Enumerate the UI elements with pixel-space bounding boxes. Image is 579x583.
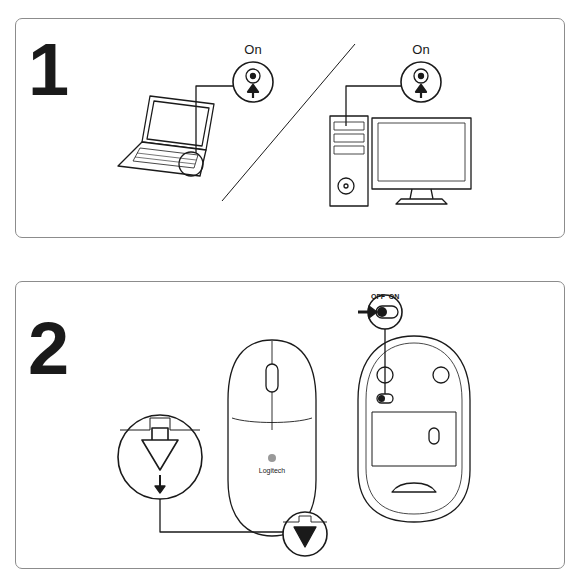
switch-zoom <box>376 306 398 318</box>
step-panel: 1 <box>15 18 565 238</box>
cover-edge <box>283 516 327 522</box>
on-label: On <box>244 43 261 56</box>
pc-tower <box>330 116 368 206</box>
tower-disc-hub <box>344 184 348 188</box>
laptop-keyboard <box>133 148 198 168</box>
switch-callout <box>368 295 402 329</box>
power-switch <box>377 394 393 403</box>
release-callout-small <box>283 512 327 556</box>
step-number: 1 <box>28 33 69 107</box>
release-arrow <box>294 527 316 547</box>
mouse-top <box>228 340 316 536</box>
tower-disc <box>338 178 354 194</box>
receiver <box>246 69 260 83</box>
leader-line <box>196 86 234 153</box>
receiver-callout <box>401 62 441 102</box>
logo-mark <box>268 454 276 462</box>
drive-bay <box>334 134 364 142</box>
scroll-wheel <box>266 364 278 392</box>
mouse-bottom-rim <box>366 343 462 514</box>
leader-line <box>384 328 385 394</box>
mouse-foot <box>433 367 449 383</box>
release-arrow <box>142 428 178 470</box>
laptop-port-callout <box>179 152 203 176</box>
monitor <box>372 118 471 189</box>
receiver-dot <box>419 74 424 79</box>
laptop-screen <box>142 96 214 150</box>
laptop-display <box>147 101 209 146</box>
laptop-keys <box>135 153 196 164</box>
insert-arrow <box>248 85 258 98</box>
mouse-bottom <box>358 336 470 522</box>
receiver <box>414 69 428 83</box>
power-switch-knob <box>378 395 385 402</box>
on-label: On <box>412 43 429 56</box>
receiver-callout <box>233 62 273 102</box>
monitor-stand <box>396 189 447 204</box>
switch-off-label: OFF <box>371 293 385 300</box>
brand-logo: Logitech <box>259 467 285 474</box>
cover-tab <box>392 483 436 492</box>
slide-arrow-head <box>369 306 377 318</box>
insert-arrow <box>416 85 426 98</box>
switch-on-label: ON <box>389 293 400 300</box>
receiver-dot <box>251 74 256 79</box>
monitor-screen <box>378 123 465 181</box>
panel-one-art <box>118 44 471 206</box>
laptop-base <box>118 142 206 176</box>
step-number: 2 <box>28 312 69 386</box>
step-panel: 2 <box>15 281 565 569</box>
sensor <box>429 428 439 444</box>
battery-cover <box>372 412 456 466</box>
leader-line <box>160 499 283 532</box>
panel-two-art <box>118 295 470 556</box>
mouse-button-split <box>232 341 312 430</box>
push-arrow-head <box>155 486 165 493</box>
drive-bay <box>334 146 364 154</box>
drive-bay <box>334 122 364 130</box>
release-callout <box>118 415 202 499</box>
switch-zoom-knob <box>377 307 387 317</box>
